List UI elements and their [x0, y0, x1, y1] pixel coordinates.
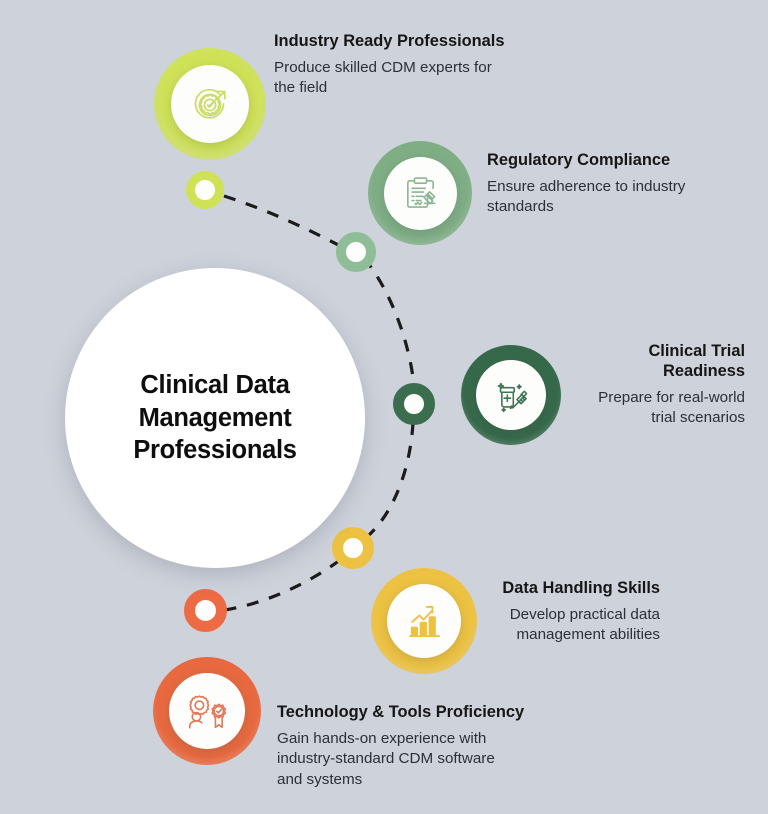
path-segment-2 [362, 256, 416, 387]
path-segment-1 [223, 194, 349, 252]
connector-ring-forest [393, 383, 435, 425]
medicine-jar-syringe-icon [497, 382, 528, 413]
node-description-5: Gain hands-on experience with industry-s… [277, 730, 495, 788]
node-data-handling-skills[interactable] [371, 568, 477, 674]
node-icon-backdrop-5 [169, 673, 245, 749]
node-icon-backdrop-2 [383, 156, 457, 230]
node-regulatory-compliance[interactable] [368, 141, 472, 245]
connector-ring-coral [184, 589, 227, 632]
text-block-data-handling-skills: Data Handling Skills Develop practical d… [445, 578, 660, 646]
node-icon-backdrop-3 [476, 360, 546, 430]
connector-ring-amber [332, 527, 374, 569]
text-block-industry-ready-professionals: Industry Ready Professionals Produce ski… [274, 31, 574, 99]
path-segment-3 [361, 422, 415, 543]
text-block-technology-tools-proficiency: Technology & Tools Proficiency Gain hand… [277, 702, 577, 790]
text-block-clinical-trial-readiness: Clinical Trial Readiness Prepare for rea… [505, 341, 745, 429]
connector-ring-lime [186, 171, 224, 209]
node-description-1: Produce skilled CDM experts for the fiel… [274, 59, 492, 97]
node-icon-backdrop-4 [387, 584, 461, 658]
node-title-5: Technology & Tools Proficiency [277, 703, 525, 721]
node-clinical-trial-readiness[interactable] [461, 345, 561, 445]
node-icon-backdrop-1 [171, 65, 249, 143]
node-technology-tools-proficiency[interactable] [153, 657, 261, 765]
bar-chart-growth-icon [408, 605, 440, 637]
node-industry-ready-professionals[interactable] [154, 48, 266, 160]
node-title-2: Regulatory Compliance [487, 151, 671, 169]
node-description-3: Prepare for real-world trial scenarios [598, 389, 745, 427]
clipboard-gavel-icon [406, 176, 435, 208]
target-gear-arrow-icon [194, 88, 226, 119]
hub-circle: Clinical Data Management Professionals [65, 268, 365, 568]
connector-ring-sage [336, 232, 376, 272]
node-title-1: Industry Ready Professionals [274, 32, 505, 50]
node-title-3: Clinical Trial Readiness [648, 342, 745, 381]
node-description-2: Ensure adherence to industry standards [487, 178, 686, 216]
text-block-regulatory-compliance: Regulatory Compliance Ensure adherence t… [487, 150, 747, 218]
node-description-4: Develop practical data management abilit… [509, 606, 660, 644]
gear-person-badge-icon [188, 695, 227, 729]
node-title-4: Data Handling Skills [502, 579, 660, 597]
hub-label: Clinical Data Management Professionals [133, 371, 297, 465]
